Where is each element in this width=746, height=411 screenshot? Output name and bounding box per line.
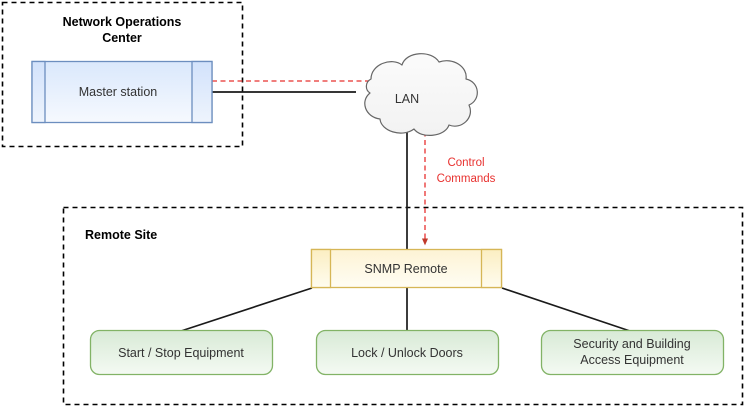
- master-station-body: [31, 60, 213, 124]
- snmp-remote-left-band: [310, 248, 332, 289]
- group-network-operations-center: Network Operations Center: [1, 1, 244, 148]
- noc-group-label-line2: Center: [102, 31, 142, 45]
- edges-snmp-to-equipment: [180, 287, 631, 332]
- remote-site-group-label: Remote Site: [85, 228, 157, 242]
- master-station-label: Master station: [79, 85, 158, 99]
- lan-cloud-shape: [364, 53, 478, 136]
- group-remote-site: Remote Site: [62, 206, 744, 406]
- node-master-station[interactable]: Master station: [31, 60, 213, 124]
- noc-group-label-line1: Network Operations: [63, 15, 182, 29]
- equipment-lock-unlock-doors[interactable]: Lock / Unlock Doors: [315, 329, 500, 376]
- security-building-access-box: [540, 329, 725, 376]
- lock-unlock-doors-box: [315, 329, 500, 376]
- node-snmp-remote[interactable]: SNMP Remote: [310, 248, 503, 289]
- lan-cloud-label: LAN: [395, 92, 419, 106]
- control-commands-label-line1: Control: [447, 157, 484, 169]
- start-stop-equipment-label: Start / Stop Equipment: [118, 346, 244, 360]
- master-station-left-band: [31, 60, 46, 124]
- security-building-access-label-line1: Security and Building: [573, 337, 690, 351]
- start-stop-equipment-box: [89, 329, 274, 376]
- master-station-right-band: [191, 60, 213, 124]
- edge-snmp-security-access: [501, 287, 631, 332]
- remote-site-group-border: [62, 206, 744, 406]
- snmp-remote-label: SNMP Remote: [364, 262, 447, 276]
- snmp-remote-right-band: [480, 248, 503, 289]
- security-building-access-label-line2: Access Equipment: [580, 353, 684, 367]
- node-lan-cloud[interactable]: LAN: [364, 53, 478, 136]
- lock-unlock-doors-label: Lock / Unlock Doors: [351, 346, 463, 360]
- noc-group-border: [1, 1, 244, 148]
- equipment-start-stop-equipment[interactable]: Start / Stop Equipment: [89, 329, 274, 376]
- edge-snmp-start-stop: [180, 287, 313, 332]
- equipment-security-building-access[interactable]: Security and Building Access Equipment: [540, 329, 725, 376]
- control-commands-label-line2: Commands: [437, 173, 496, 185]
